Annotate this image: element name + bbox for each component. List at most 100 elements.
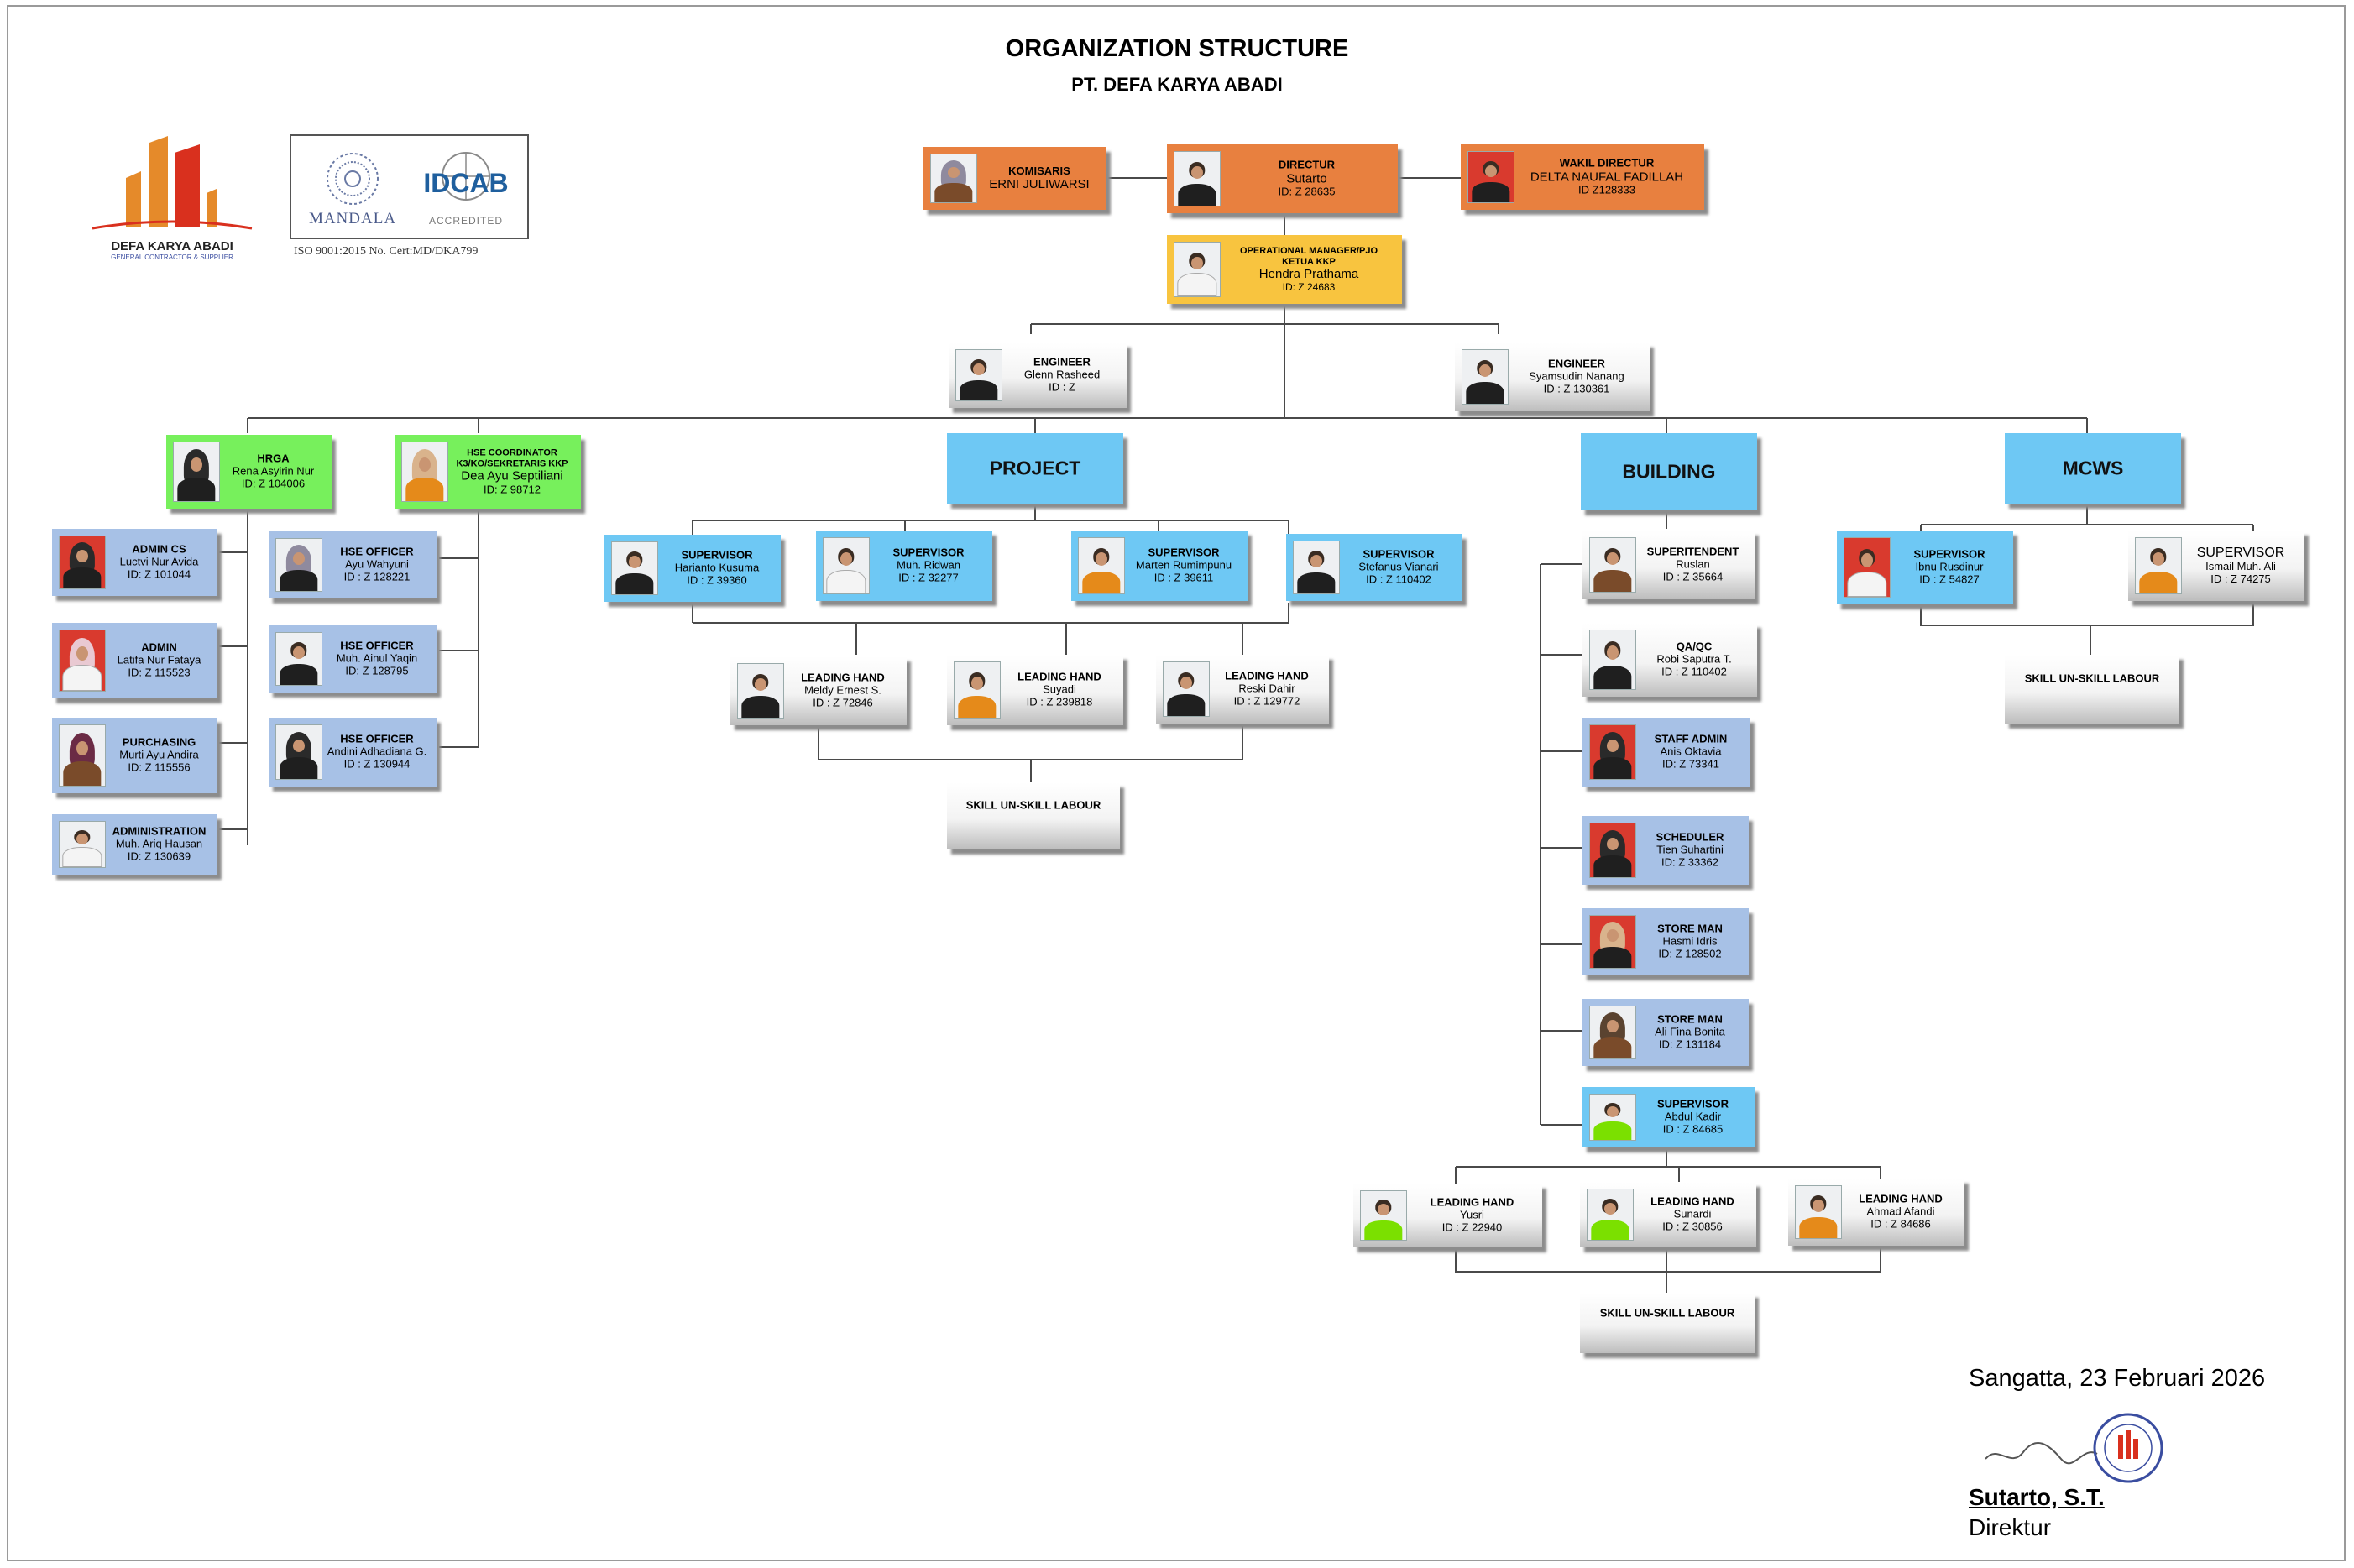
photo-project-leading-hand-2 [954,661,1001,719]
role-store-man-2: STORE MAN [1657,1012,1723,1026]
id-hse-coordinator: ID: Z 98712 [484,482,541,495]
name-store-man-1: Hasmi Idris [1662,934,1718,948]
photo-mcws-supervisor-2 [2135,537,2182,594]
photo-hrga [173,442,220,502]
photo-building-supervisor [1589,1094,1636,1141]
role-mcws-supervisor-1: SUPERVISOR [1913,547,1985,561]
node-mcws-skill-labour: SKILL UN-SKILL LABOUR [2005,655,2179,724]
id-purchasing: ID: Z 115556 [128,760,191,774]
name-project-leading-hand-1: Meldy Ernest S. [804,683,881,697]
name-admin-cs: Luctvi Nur Avida [119,555,199,568]
photo-admin-cs [59,536,106,589]
id-qa-qc: ID : Z 110402 [1661,665,1727,678]
role-engineer-1: ENGINEER [1033,355,1091,368]
label-project-skill-labour: SKILL UN-SKILL LABOUR [965,798,1101,812]
photo-project-leading-hand-3 [1163,661,1210,717]
accredited-label: ACCREDITED [428,215,503,227]
role-hse-officer-2: HSE OFFICER [340,639,414,652]
name-project-leading-hand-2: Suyadi [1043,682,1076,696]
photo-scheduler [1589,823,1636,878]
mandala-emblem-icon [327,153,379,205]
id-store-man-1: ID: Z 128502 [1658,947,1722,960]
photo-admin [59,630,106,692]
name-mcws-supervisor-2: Ismail Muh. Ali [2205,560,2276,573]
id-staff-admin: ID: Z 73341 [1662,757,1719,771]
company-logo: DEFA KARYA ABADI GENERAL CONTRACTOR & SU… [84,134,260,269]
id-wakil-director: ID Z128333 [1578,183,1635,196]
name-building-leading-hand-1: Yusri [1460,1208,1484,1221]
id-project-supervisor-4: ID : Z 110402 [1366,572,1431,586]
id-building-leading-hand-3: ID : Z 84686 [1870,1217,1931,1231]
role-project-supervisor-1: SUPERVISOR [681,548,753,562]
id-project-supervisor-2: ID : Z 32277 [898,571,959,584]
id-operational-manager: ID: Z 24683 [1282,280,1336,293]
role-komisaris: KOMISARIS [1008,164,1070,177]
role-building-leading-hand-3: LEADING HAND [1859,1192,1943,1205]
role-building-supervisor: SUPERVISOR [1656,1097,1729,1111]
role-building-leading-hand-2: LEADING HAND [1650,1194,1734,1208]
name-mcws-supervisor-1: Ibnu Rusdinur [1915,560,1984,573]
company-logo-tagline: GENERAL CONTRACTOR & SUPPLIER [111,253,233,261]
photo-hse-officer-2 [275,632,322,686]
name-wakil-director: DELTA NAUFAL FADILLAH [1530,170,1684,185]
role-staff-admin: STAFF ADMIN [1654,732,1728,745]
node-project: PROJECT [947,433,1123,504]
role-project-supervisor-4: SUPERVISOR [1363,547,1435,561]
sign-title: Direktur [1969,1514,2052,1540]
role-administration: ADMINISTRATION [112,824,207,838]
node-building-skill-labour: SKILL UN-SKILL LABOUR [1580,1293,1755,1353]
photo-administration [59,821,106,868]
photo-store-man-2 [1589,1006,1636,1059]
name-operational-manager: Hendra Prathama [1258,267,1359,282]
role-hse-officer-3: HSE OFFICER [340,732,414,745]
name-scheduler: Tien Suhartini [1656,843,1724,856]
label-building: BUILDING [1622,460,1716,483]
id-building-leading-hand-2: ID : Z 30856 [1662,1220,1723,1233]
id-project-supervisor-3: ID : Z 39611 [1153,571,1214,584]
id-project-supervisor-1: ID : Z 39360 [687,573,747,587]
name-hse-officer-3: Andini Adhadiana G. [327,745,427,758]
id-hse-officer-2: ID: Z 128795 [345,664,409,677]
id-director: ID: Z 28635 [1278,185,1336,198]
idcab-label: IDCAB [423,168,509,198]
name-project-leading-hand-3: Reski Dahir [1238,682,1295,695]
name-engineer-1: Glenn Rasheed [1023,368,1101,381]
node-building: BUILDING [1581,433,1757,510]
name-superintendent: Ruslan [1676,557,1710,571]
role-superintendent: SUPERITENDENT [1646,545,1739,558]
photo-mcws-supervisor-1 [1844,537,1891,598]
page-subtitle: PT. DEFA KARYA ABADI [1071,74,1283,95]
role-director: DIRECTUR [1278,158,1336,171]
photo-engineer-2 [1462,349,1509,405]
label-mcws-skill-labour: SKILL UN-SKILL LABOUR [2024,672,2160,685]
role-project-supervisor-2: SUPERVISOR [892,546,965,559]
label-mcws: MCWS [2062,457,2124,479]
name-store-man-2: Ali Fina Bonita [1655,1025,1725,1038]
photo-superintendent [1589,537,1636,593]
role-wakil-director: WAKIL DIRECTUR [1559,156,1655,170]
role-admin: ADMIN [141,640,177,654]
page-border [7,5,2346,1561]
signature-and-stamp-icon [1985,1413,2163,1483]
name-hse-officer-2: Muh. Ainul Yaqin [336,651,418,665]
name-qa-qc: Robi Saputra T. [1656,652,1732,666]
photo-building-leading-hand-1 [1360,1190,1407,1241]
name-building-leading-hand-3: Ahmad Afandi [1866,1205,1935,1218]
